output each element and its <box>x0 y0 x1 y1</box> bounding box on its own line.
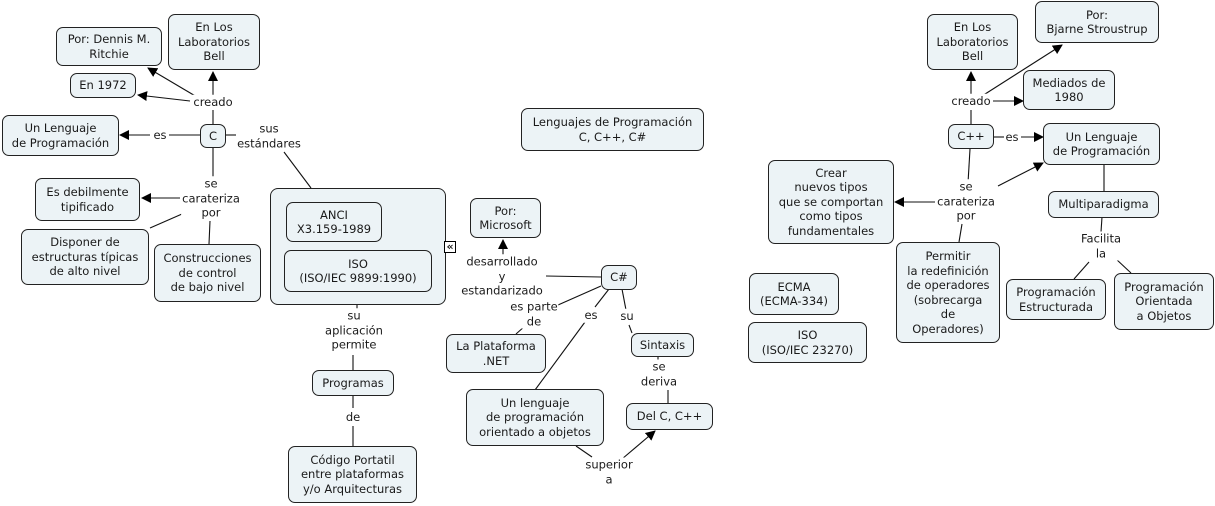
line-csharp-partof <box>557 285 602 306</box>
concept-cpp-overload[interactable]: Permitir la redefinición de operadores (… <box>896 242 1000 343</box>
concept-csharp-ecma[interactable]: ECMA (ECMA-334) <box>749 273 839 315</box>
concept-cpp-stroustrup[interactable]: Por: Bjarne Stroustrup <box>1035 1 1159 43</box>
concept-cpp[interactable]: C++ <box>948 124 994 149</box>
concept-cpp-date[interactable]: Mediados de 1980 <box>1023 70 1115 110</box>
concept-csharp-dotnet[interactable]: La Plataforma .NET <box>446 334 546 373</box>
line-superior-derived <box>621 430 656 460</box>
line-created-1972 <box>137 91 191 102</box>
link-c-standards: sus estándares <box>236 121 302 151</box>
concept-cpp-multiparadigm[interactable]: Multiparadigma <box>1048 191 1159 218</box>
link-cpp-created: creado <box>950 93 992 109</box>
link-cpp-characterized: se carateriza por <box>936 179 996 223</box>
concept-c-bell[interactable]: En Los Laboratorios Bell <box>168 14 260 70</box>
concept-c-language[interactable]: Un Lenguaje de Programación <box>2 115 119 156</box>
line-multi-facilita <box>1100 216 1103 233</box>
concept-csharp-iso[interactable]: ISO (ISO/IEC 23270) <box>748 322 867 363</box>
line-facilita-structured <box>1073 261 1090 280</box>
line-char-highlevel <box>149 213 183 229</box>
concept-c-ansi[interactable]: ANCI X3.159-1989 <box>286 202 382 242</box>
concept-cpp-new-types[interactable]: Crear nuevos tipos que se comportan como… <box>768 160 894 244</box>
concept-c[interactable]: C <box>200 124 226 148</box>
concept-c-high-level[interactable]: Disponer de estructuras típicas de alto … <box>21 229 149 285</box>
line-char-lowlevel <box>208 220 211 245</box>
link-csharp-derives: se deriva <box>639 359 679 389</box>
line-su-syntax <box>628 324 633 334</box>
line-char-lenguaje <box>997 162 1044 187</box>
concept-c-1972[interactable]: En 1972 <box>70 73 136 98</box>
concept-cpp-structured[interactable]: Programación Estructurada <box>1006 279 1106 320</box>
line-es-oop <box>534 321 586 391</box>
link-c-of: de <box>344 409 362 425</box>
concept-c-weak-typing[interactable]: Es debilmente tipificado <box>35 178 140 221</box>
concept-csharp[interactable]: C# <box>601 265 637 290</box>
collapse-group-icon[interactable]: « <box>444 241 456 253</box>
concept-c-ritchie[interactable]: Por: Dennis M. Ritchie <box>56 27 162 66</box>
line-created-ritchie <box>147 67 198 98</box>
concept-c-portable[interactable]: Código Portatil entre plataformas y/o Ar… <box>288 446 417 503</box>
link-csharp-is: es <box>583 307 599 323</box>
link-csharp-developed: desarrollado y estandarizado <box>460 254 544 298</box>
concept-cpp-oop[interactable]: Programación Orientada a Objetos <box>1114 273 1214 330</box>
line-csharp-developed <box>545 275 602 278</box>
link-cpp-is: es <box>1004 129 1020 145</box>
link-c-is: es <box>152 127 168 143</box>
concept-cpp-language[interactable]: Un Lenguaje de Programación <box>1043 123 1160 165</box>
concept-csharp-oop[interactable]: Un lenguaje de programación orientado a … <box>466 389 604 446</box>
map-title[interactable]: Lenguajes de Programación C, C++, C# <box>521 108 704 151</box>
link-c-application: su aplicación permite <box>324 308 384 352</box>
line-csharp-es <box>594 288 610 308</box>
concept-cpp-bell[interactable]: En Los Laboratorios Bell <box>927 14 1018 70</box>
concept-csharp-derived[interactable]: Del C, C++ <box>626 403 713 430</box>
link-csharp-part-of: es parte de <box>509 299 559 329</box>
link-cpp-facilitates: Facilita la <box>1079 231 1123 261</box>
concept-c-low-level[interactable]: Construcciones de control de bajo nivel <box>154 244 261 302</box>
concept-csharp-microsoft[interactable]: Por: Microsoft <box>470 198 541 238</box>
link-c-created: creado <box>192 94 234 110</box>
line-char-overload <box>958 223 963 243</box>
line-created-stroustrup <box>981 44 1063 97</box>
line-csharp-su <box>621 288 627 311</box>
concept-csharp-syntax[interactable]: Sintaxis <box>631 333 694 357</box>
line-standards-group <box>283 151 312 189</box>
link-csharp-its: su <box>619 308 635 324</box>
line-oop-superior <box>575 445 593 458</box>
concept-c-programs[interactable]: Programas <box>312 370 394 396</box>
link-csharp-superior: superior a <box>584 457 634 487</box>
link-c-characterized: se carateriza por <box>181 176 241 220</box>
line-cpp-characterized <box>967 148 971 184</box>
concept-c-iso[interactable]: ISO (ISO/IEC 9899:1990) <box>284 250 432 292</box>
line-facilita-oop <box>1115 258 1132 274</box>
